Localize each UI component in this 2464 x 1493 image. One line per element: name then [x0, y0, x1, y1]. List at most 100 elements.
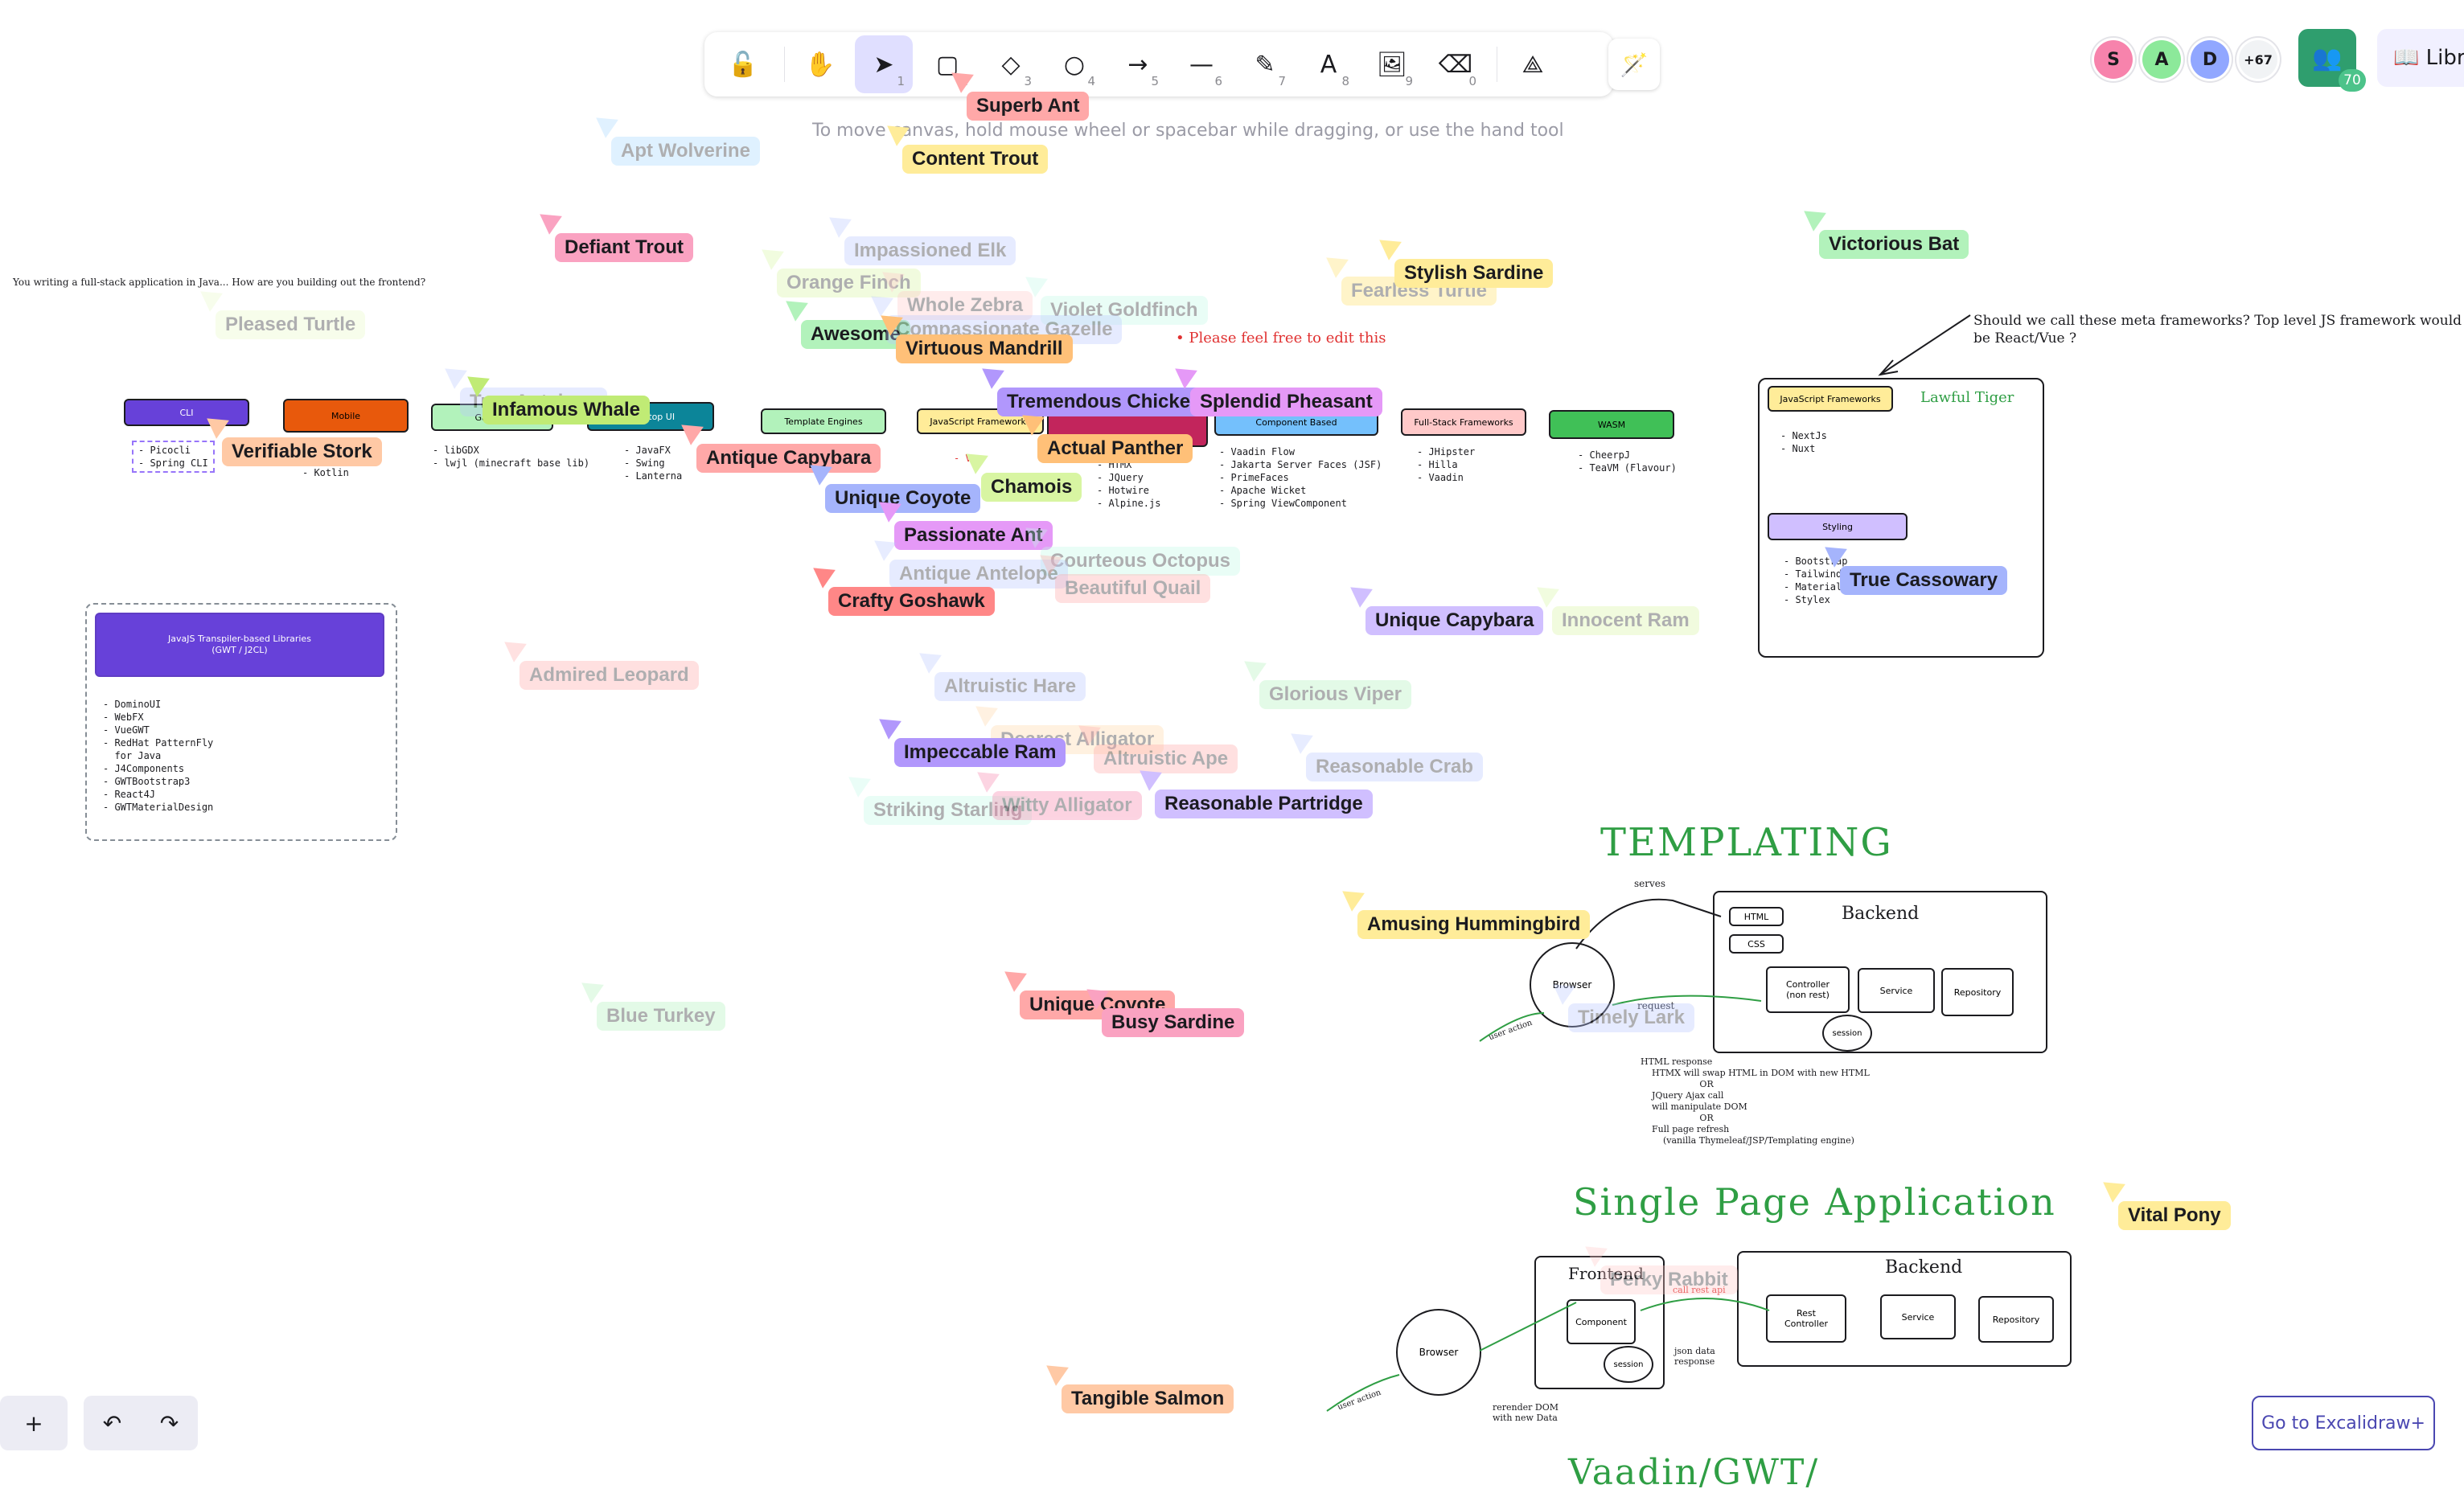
- text-icon: A: [1320, 50, 1337, 79]
- service-node[interactable]: Service: [1858, 968, 1935, 1013]
- spa-session-node[interactable]: session: [1604, 1346, 1653, 1383]
- tool-shortcut-key: 8: [1341, 74, 1349, 88]
- collaborator-cursor-label: Tremendous Chicken: [997, 388, 1212, 416]
- spa-browser[interactable]: Browser: [1396, 1309, 1481, 1396]
- js-list[interactable]: - Vue: [954, 453, 984, 464]
- controller-node[interactable]: Controller (non rest): [1766, 966, 1850, 1013]
- ellipse-tool[interactable]: ○4: [1045, 35, 1103, 93]
- spa-service-node[interactable]: Service: [1880, 1294, 1956, 1339]
- vaadin-gwt-title[interactable]: Vaadin/GWT/: [1568, 1452, 1820, 1493]
- category-full-stack[interactable]: Full-Stack Frameworks: [1401, 408, 1526, 436]
- eraser-tool[interactable]: ⌫0: [1427, 35, 1485, 93]
- collaborator-cursor-label: Altruistic Ape: [1094, 744, 1238, 773]
- image-tool[interactable]: 🖼9: [1363, 35, 1421, 93]
- css-node[interactable]: CSS: [1729, 934, 1784, 954]
- cursor-pointer-icon: [1537, 579, 1564, 608]
- cursor-pointer-icon: [975, 698, 1003, 727]
- collaborator-cursor-label: Defiant Trout: [555, 233, 693, 262]
- call-rest-label: call rest api: [1673, 1285, 1726, 1295]
- edit-note[interactable]: • Please feel free to edit this: [1176, 330, 1386, 347]
- component-node[interactable]: Component: [1567, 1299, 1636, 1344]
- category-cli[interactable]: CLI: [124, 399, 249, 426]
- line-icon: —: [1189, 50, 1214, 79]
- more-users-badge[interactable]: +67: [2239, 40, 2277, 79]
- transpiler-list[interactable]: - DominoUI - WebFX - VueGWT - RedHat Pat…: [103, 699, 214, 813]
- lock-tool[interactable]: 🔓: [714, 35, 772, 93]
- category-mobile[interactable]: Mobile: [283, 399, 409, 433]
- transpiler-title[interactable]: JavaJS Transpiler-based Libraries (GWT /…: [95, 613, 384, 677]
- collaborator-cursor-label: Actual Panther: [1037, 434, 1193, 463]
- image-icon: 🖼: [1376, 50, 1408, 79]
- magic-wand-icon[interactable]: 🪄: [1608, 39, 1660, 90]
- selection-tool[interactable]: ➤1: [855, 35, 913, 93]
- cursor-pointer-icon: [2103, 1174, 2130, 1203]
- library-button[interactable]: 📖 Libr: [2377, 29, 2464, 87]
- collaborator-cursor-label: Orange Finch: [777, 269, 921, 297]
- more-tools-tool[interactable]: ⟁: [1504, 35, 1562, 93]
- collaborator-cursor-label: Verifiable Stork: [222, 437, 382, 466]
- collaborator-cursor-label: Blue Turkey: [597, 1002, 725, 1031]
- line-tool[interactable]: —6: [1172, 35, 1230, 93]
- spa-title[interactable]: Single Page Application: [1573, 1180, 2056, 1224]
- rest-controller-node[interactable]: Rest Controller: [1766, 1294, 1846, 1343]
- meta-js-list[interactable]: - NextJs - Nuxt: [1780, 430, 1827, 454]
- arrow-to-note[interactable]: [1866, 310, 1978, 383]
- ellipse-icon: ○: [1063, 50, 1086, 79]
- templating-browser[interactable]: Browser: [1530, 942, 1615, 1027]
- avatar[interactable]: A: [2142, 40, 2181, 79]
- redo-icon[interactable]: ↷: [159, 1409, 179, 1437]
- spa-arrows[interactable]: [1319, 1254, 1801, 1415]
- tool-shortcut-key: 2: [960, 74, 968, 88]
- meta-framework-note[interactable]: Should we call these meta frameworks? To…: [1973, 313, 2462, 347]
- users-icon: 👥: [2312, 43, 2343, 72]
- category-wasm[interactable]: WASM: [1549, 410, 1674, 439]
- draw-tool[interactable]: ✎7: [1236, 35, 1294, 93]
- mobile-list[interactable]: - Kotlin: [302, 467, 349, 478]
- diamond-tool[interactable]: ◇3: [982, 35, 1040, 93]
- avatar[interactable]: D: [2191, 40, 2229, 79]
- fullstack-list[interactable]: - JHipster - Hilla - Vaadin: [1417, 446, 1476, 483]
- spa-backend-label: Backend: [1885, 1257, 1963, 1278]
- arrow-tool[interactable]: →5: [1109, 35, 1167, 93]
- component-list[interactable]: - Vaadin Flow - Jakarta Server Faces (JS…: [1219, 446, 1382, 509]
- cursor-pointer-icon: [1046, 1357, 1074, 1386]
- cursor-pointer-icon: [596, 109, 623, 138]
- repository-node[interactable]: Repository: [1941, 968, 2014, 1016]
- lawful-tiger-text[interactable]: Lawful Tiger: [1920, 389, 2014, 406]
- templating-title[interactable]: TEMPLATING: [1600, 820, 1893, 865]
- cursor-pointer-icon: [1804, 203, 1831, 232]
- zoom-in-button[interactable]: +: [0, 1396, 68, 1450]
- desktop-list[interactable]: - JavaFX - Swing - Lanterna: [624, 445, 683, 482]
- cursor-pointer-icon: [504, 634, 532, 662]
- collaborator-cursor-label: Tangible Salmon: [1062, 1384, 1234, 1413]
- category-template-engines[interactable]: Template Engines: [761, 408, 886, 434]
- meta-framework-frame[interactable]: [1758, 378, 2044, 658]
- book-icon: 📖: [2393, 46, 2420, 70]
- question-text[interactable]: You writing a full-stack application in …: [13, 277, 426, 288]
- collaborator-cursor-label: Antique Capybara: [696, 444, 881, 473]
- session-node[interactable]: session: [1822, 1015, 1872, 1052]
- htmx-list[interactable]: - HTMX - JQuery - Hotwire - Alpine.js: [1097, 459, 1161, 509]
- excalidraw-plus-button[interactable]: Go to Excalidraw+: [2252, 1396, 2435, 1450]
- styling-label[interactable]: Styling: [1768, 513, 1908, 540]
- spa-backend-frame[interactable]: [1737, 1251, 2072, 1367]
- cursor-pointer-icon: [813, 560, 840, 589]
- gaming-list[interactable]: - libGDX - lwjl (minecraft base lib): [433, 445, 590, 469]
- collaborator-cursor-label: Perky Rabbit: [1600, 1265, 1738, 1294]
- wasm-list[interactable]: - CheerpJ - TeaVM (Flavour): [1578, 449, 1677, 474]
- cli-list[interactable]: - Picocli - Spring CLI: [132, 441, 215, 473]
- spa-repository-node[interactable]: Repository: [1978, 1296, 2054, 1343]
- transpiler-frame[interactable]: [85, 603, 397, 841]
- collaborator-cursor-label: Victorious Bat: [1819, 230, 1969, 259]
- hand-tool[interactable]: ✋: [791, 35, 849, 93]
- cursor-pointer-icon: [762, 241, 789, 270]
- collaborator-cursor-label: Splendid Pheasant: [1190, 388, 1382, 416]
- avatar[interactable]: S: [2094, 40, 2133, 79]
- meta-js-label[interactable]: JavaScript Frameworks: [1768, 386, 1893, 412]
- rectangle-tool[interactable]: ▢2: [918, 35, 976, 93]
- templating-backend-frame[interactable]: [1713, 891, 2047, 1053]
- undo-icon[interactable]: ↶: [102, 1409, 122, 1437]
- html-node[interactable]: HTML: [1729, 907, 1784, 926]
- serves-label: serves: [1634, 878, 1666, 889]
